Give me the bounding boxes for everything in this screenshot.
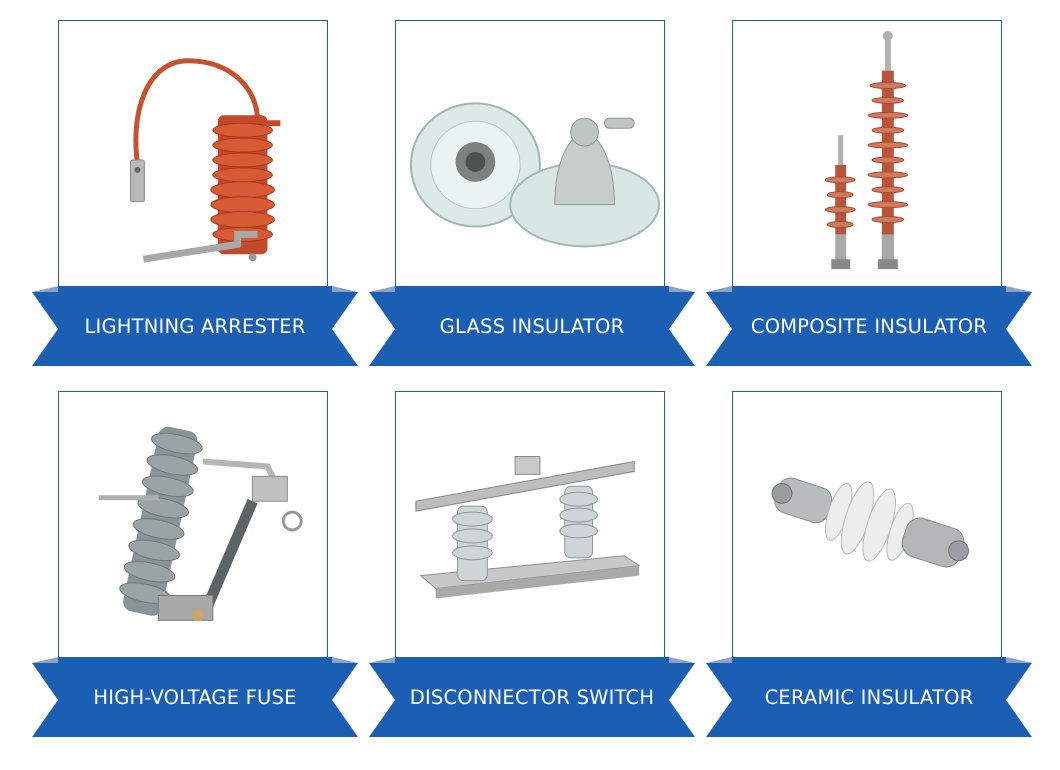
product-image-frame bbox=[58, 20, 328, 293]
product-image-frame bbox=[58, 391, 328, 664]
product-image-frame bbox=[395, 20, 665, 293]
ceramic-insulator-icon bbox=[771, 477, 969, 568]
product-card-glass-insulator[interactable]: GLASS INSULATOR bbox=[369, 20, 695, 366]
glass-insulator-icon bbox=[409, 102, 661, 248]
product-label: CERAMIC INSULATOR bbox=[764, 685, 974, 709]
product-label: HIGH-VOLTAGE FUSE bbox=[93, 685, 297, 709]
product-image-frame bbox=[395, 391, 665, 664]
product-card-disconnector-switch[interactable]: DISCONNECTOR SWITCH bbox=[369, 391, 695, 737]
label-ribbon bbox=[369, 286, 695, 366]
product-label: COMPOSITE INSULATOR bbox=[750, 314, 988, 338]
label-ribbon bbox=[32, 286, 358, 366]
product-card-ceramic-insulator[interactable]: CERAMIC INSULATOR bbox=[706, 391, 1032, 737]
product-label: DISCONNECTOR SWITCH bbox=[409, 685, 655, 709]
product-card-lightning-arrester[interactable]: LIGHTNING ARRESTER bbox=[32, 20, 358, 366]
product-card-high-voltage-fuse[interactable]: HIGH-VOLTAGE FUSE bbox=[32, 391, 358, 737]
product-label: LIGHTNING ARRESTER bbox=[84, 314, 306, 338]
disconnector-switch-icon bbox=[415, 456, 641, 599]
product-label: GLASS INSULATOR bbox=[439, 314, 625, 338]
label-ribbon bbox=[32, 657, 358, 737]
product-card-composite-insulator[interactable]: COMPOSITE INSULATOR bbox=[706, 20, 1032, 366]
composite-insulator-icon bbox=[824, 30, 909, 270]
label-ribbon bbox=[706, 657, 1032, 737]
label-ribbon bbox=[706, 286, 1032, 366]
product-image-frame bbox=[732, 20, 1002, 293]
high-voltage-fuse-icon bbox=[98, 426, 303, 622]
lightning-arrester-icon bbox=[129, 58, 281, 263]
product-image-frame bbox=[732, 391, 1002, 664]
label-ribbon bbox=[369, 657, 695, 737]
